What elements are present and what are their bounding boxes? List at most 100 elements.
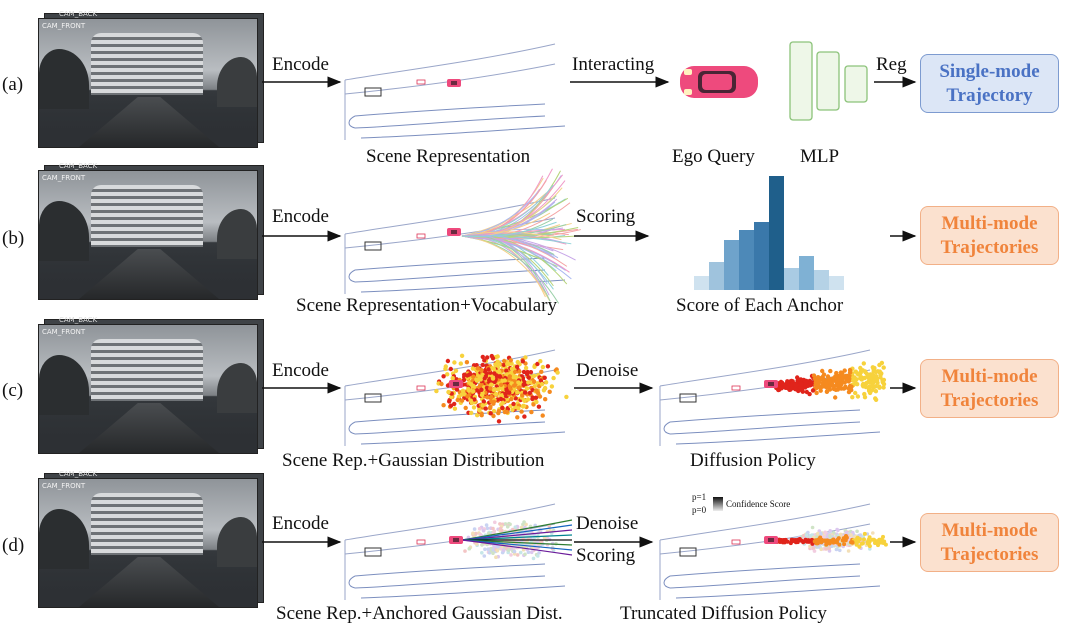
truncated-point <box>872 538 876 542</box>
noise-point <box>478 527 482 531</box>
noise-point <box>538 359 542 363</box>
denoised-point <box>812 373 816 377</box>
truncated-point <box>844 534 848 538</box>
noise-point <box>464 406 468 410</box>
noise-point <box>515 415 519 419</box>
noise-point <box>513 370 517 374</box>
noise-point <box>516 406 520 410</box>
noise-point <box>532 380 536 384</box>
reg-label: Reg <box>876 54 907 76</box>
truncated-point <box>881 535 885 539</box>
noise-point <box>479 388 483 392</box>
noise-point <box>845 531 849 535</box>
denoised-point <box>843 386 847 390</box>
output-line-1: Multi-mode <box>941 365 1037 389</box>
caption-scene-representation: Scene Representation <box>366 146 530 168</box>
noise-point <box>468 372 472 376</box>
noise-point <box>486 527 490 531</box>
noise-point <box>446 390 450 394</box>
truncated-point <box>842 542 846 546</box>
denoised-point <box>785 386 789 390</box>
truncated-point <box>862 537 866 541</box>
denoised-point <box>848 368 852 372</box>
noise-point <box>460 398 464 402</box>
caption-diffusion-policy: Diffusion Policy <box>690 450 816 472</box>
truncated-point <box>836 538 840 542</box>
caption-mlp: MLP <box>800 146 839 168</box>
noise-point <box>847 549 851 553</box>
denoised-point <box>839 386 843 390</box>
output-line-2: Trajectories <box>941 389 1039 413</box>
output-single-mode-trajectory: Single-mode Trajectory <box>920 54 1059 113</box>
noise-point <box>488 386 492 390</box>
noise-point <box>494 392 498 396</box>
noise-point <box>855 530 859 534</box>
noise-point <box>496 549 500 553</box>
noise-point <box>434 389 438 393</box>
output-line-2: Trajectories <box>941 236 1039 260</box>
truncated-point <box>857 545 861 549</box>
noise-point <box>522 414 526 418</box>
denoised-point <box>833 395 837 399</box>
noise-point <box>548 390 552 394</box>
noise-point <box>819 532 823 536</box>
truncated-point <box>779 539 783 543</box>
denoised-point <box>825 389 829 393</box>
noise-point <box>453 407 457 411</box>
truncated-point <box>876 543 880 547</box>
noise-point <box>513 550 517 554</box>
gaussian-noise-cloud <box>434 354 568 424</box>
score-bar <box>814 270 829 290</box>
noise-point <box>492 545 496 549</box>
noise-point <box>543 376 547 380</box>
score-bar <box>709 262 724 290</box>
denoised-point <box>814 391 818 395</box>
noise-point <box>456 398 460 402</box>
noise-point <box>441 403 445 407</box>
noise-point <box>525 372 529 376</box>
noise-point <box>811 526 815 530</box>
noise-point <box>526 380 530 384</box>
noise-point <box>512 383 516 387</box>
denoised-point <box>840 371 844 375</box>
noise-point <box>449 404 453 408</box>
noise-point <box>484 374 488 378</box>
noise-point <box>439 382 443 386</box>
noise-point <box>532 557 536 561</box>
denoised-point <box>779 380 783 384</box>
noise-point <box>511 402 515 406</box>
noise-point <box>506 525 510 529</box>
noise-point <box>530 551 534 555</box>
caption-scene-rep-vocab: Scene Representation+Vocabulary <box>296 295 557 317</box>
denoised-point <box>822 372 826 376</box>
denoised-point <box>858 376 862 380</box>
noise-point <box>519 409 523 413</box>
noise-point <box>447 399 451 403</box>
noise-point <box>509 397 513 401</box>
truncated-point <box>790 539 794 543</box>
noise-point <box>540 382 544 386</box>
noise-point <box>519 551 523 555</box>
ego-query-car-icon <box>680 66 758 98</box>
confidence-gradient <box>713 497 723 511</box>
noise-point <box>485 355 489 359</box>
noise-point <box>526 397 530 401</box>
noise-point <box>541 413 545 417</box>
output-line-2: Trajectories <box>941 543 1039 567</box>
output-multi-mode-c: Multi-mode Trajectories <box>920 359 1059 418</box>
noise-point <box>488 406 492 410</box>
encode-label-b: Encode <box>272 206 329 228</box>
noise-point <box>463 549 467 553</box>
denoise-label-d: Denoise <box>576 513 638 535</box>
mlp-icon <box>790 42 867 120</box>
noise-point <box>536 554 540 558</box>
encode-label-d: Encode <box>272 513 329 535</box>
scene-map-c2 <box>660 350 880 446</box>
noise-point <box>475 413 479 417</box>
score-bar <box>799 256 814 290</box>
confidence-p1: p=1 <box>692 492 706 502</box>
noise-point <box>471 389 475 393</box>
noise-point <box>471 532 475 536</box>
noise-point <box>546 364 550 368</box>
truncated-point <box>856 536 860 540</box>
